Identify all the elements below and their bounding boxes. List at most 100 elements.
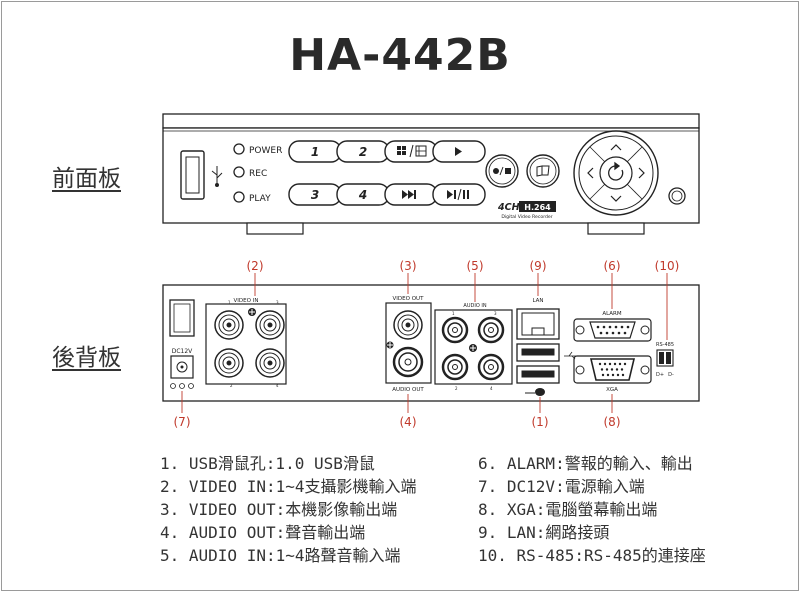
audio-out-label: AUDIO OUT [392,387,424,393]
alarm-label: ALARM [602,311,622,317]
callout-7: (7) [174,415,191,429]
quad-view-icon [397,144,427,158]
audio-in-3-number: 3 [494,311,497,316]
rs485-minus-label: D- [668,372,674,378]
rca-audio-in-4 [477,353,505,381]
svg-text:1: 1 [311,145,319,159]
play-icon [455,147,462,156]
enter-rotate-icon [608,161,624,181]
chevron-down-icon [610,195,622,202]
rs485-label: RS-485 [656,342,674,348]
model-title: HA-442B [289,30,511,81]
audio-in-2-number: 2 [455,386,458,391]
front-usb-port [180,150,205,200]
rs485-terminal [656,349,674,367]
callout-8: (8) [604,415,621,429]
fast-forward-icon [402,190,416,199]
legend-item: 8. XGA:電腦螢幕輸出端 [478,500,658,519]
record-stop-button[interactable] [485,154,519,188]
ir-receiver [668,187,686,205]
chevron-up-icon [610,144,622,151]
video-out-label: VIDEO OUT [393,296,425,302]
bnc-video-out [393,310,423,340]
polarity-symbol-icon [170,383,194,389]
svg-text:4: 4 [358,188,367,202]
legend-item: 3. VIDEO OUT:本機影像輸出端 [160,500,398,519]
bnc-video-in-4 [255,348,285,378]
ground-screw-icon [248,308,256,316]
lan-label: LAN [532,298,543,304]
alarm-db-connector [573,318,652,342]
rs485-plus-label: D+ [656,372,664,378]
legend-item: 5. AUDIO IN:1~4路聲音輸入端 [160,546,401,565]
power-label: POWER [249,146,282,156]
play-led [233,191,245,203]
callout-10: (10) [655,259,680,273]
power-switch[interactable] [169,299,195,337]
book-icon [536,165,550,177]
bnc-video-in-2 [214,348,244,378]
play-button[interactable] [432,140,486,163]
audio-in-4-number: 4 [490,386,493,391]
ground-screw-icon [469,344,477,352]
rca-audio-in-1 [441,316,469,344]
svg-text:3: 3 [311,188,319,202]
front-panel-label: 前面板 [52,166,121,192]
legend-item: 1. USB滑鼠孔:1.0 USB滑鼠 [160,454,375,473]
mouse-usb-icon [525,388,545,396]
video-in-1-number: 1 [228,300,231,305]
audio-in-1-number: 1 [452,311,455,316]
callout-1: (1) [532,415,549,429]
rear-usb-port-1 [516,343,560,362]
callout-3: (3) [400,259,417,273]
play-label: PLAY [249,194,271,204]
brand-channels: 4CH [497,202,520,213]
chevron-right-icon [638,167,645,179]
callout-9: (9) [530,259,547,273]
video-in-3-number: 3 [276,300,279,305]
legend-right-column: 6. ALARM:警報的輸入、輸出 7. DC12V:電源輸入端 8. XGA:… [478,452,706,567]
rca-audio-in-3 [477,316,505,344]
callout-4: (4) [400,415,417,429]
xga-label: XGA [606,387,618,393]
video-in-label: VIDEO IN [234,298,259,304]
dc12v-label: DC12V [172,348,193,355]
power-led [233,143,245,155]
callout-5: (5) [467,259,484,273]
legend-item: 2. VIDEO IN:1~4支攝影機輸入端 [160,477,417,496]
direction-pad[interactable] [573,130,659,216]
audio-in-label: AUDIO IN [463,303,486,309]
video-in-2-number: 2 [230,383,233,388]
play-pause-button[interactable] [432,183,486,206]
legend-item: 9. LAN:網路接頭 [478,523,610,542]
legend-item: 6. ALARM:警報的輸入、輸出 [478,454,693,473]
back-panel-label: 後背板 [52,345,121,371]
svg-text:2: 2 [359,145,367,159]
brand-codec: H.264 [524,203,551,212]
rec-label: REC [249,169,267,179]
record-stop-icon [493,166,511,176]
legend-left-column: 1. USB滑鼠孔:1.0 USB滑鼠 2. VIDEO IN:1~4支攝影機輸… [160,452,417,567]
callout-2: (2) [247,259,264,273]
bnc-video-in-1 [214,310,244,340]
xga-vga-connector [573,355,652,384]
search-book-button[interactable] [526,154,560,188]
chevron-left-icon [587,167,594,179]
multi-view-button[interactable] [384,140,438,163]
rear-usb-port-2 [516,365,560,384]
brand-subtitle: Digital Video Recorder [501,214,552,220]
usb-icon [211,166,223,187]
bnc-video-in-3 [255,310,285,340]
rca-audio-in-2 [441,353,469,381]
legend-item: 10. RS-485:RS-485的連接座 [478,546,706,565]
legend-item: 7. DC12V:電源輸入端 [478,477,645,496]
ground-screw-icon [386,341,394,349]
legend-item: 4. AUDIO OUT:聲音輸出端 [160,523,366,542]
rca-audio-out [392,346,424,378]
video-in-4-number: 4 [276,383,279,388]
channel-1-button[interactable]: 1 [288,140,342,163]
callout-6: (6) [604,259,621,273]
